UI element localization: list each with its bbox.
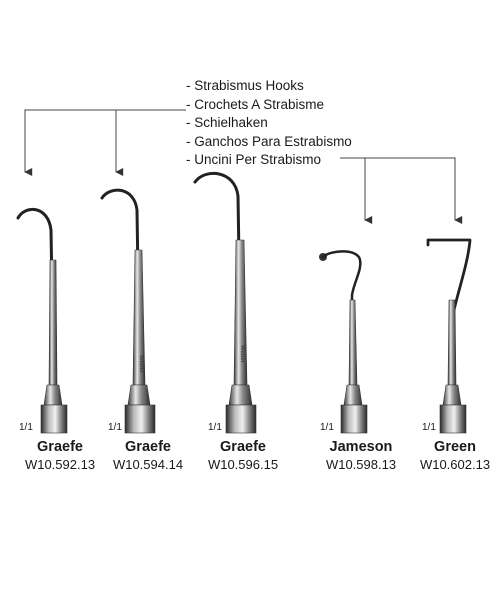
instrument-graefe-1 — [16, 207, 68, 434]
right-pointer-lines — [340, 157, 463, 224]
title-french: - Crochets A Strabisme — [186, 96, 325, 112]
instrument-code: W10.602.13 — [419, 457, 491, 472]
instrument-label-5: Green W10.602.13 — [420, 438, 490, 473]
title-italian: - Uncini Per Strabismo — [186, 152, 322, 167]
instrument-label-4: Jameson W10.598.13 — [326, 438, 396, 473]
scale-label-5: 1/1 — [422, 422, 436, 433]
instrument-code: W10.594.14 — [112, 457, 184, 472]
instrument-label-3: Graefe W10.596.15 — [208, 438, 278, 473]
left-pointer-lines — [24, 109, 186, 176]
instrument-name: Graefe — [125, 439, 171, 455]
instrument-name: Jameson — [329, 439, 393, 455]
instrument-label-2: Graefe W10.594.14 — [113, 438, 183, 473]
brand-mark-2: Weber — [138, 355, 144, 373]
title-english: - Strabismus Hooks — [186, 78, 304, 93]
scale-label-4: 1/1 — [320, 422, 334, 433]
instrument-jameson — [319, 250, 368, 434]
instrument-green — [426, 238, 472, 434]
title-list: - Strabismus Hooks - Crochets A Strabism… — [186, 77, 352, 170]
instrument-name: Graefe — [220, 439, 266, 455]
instrument-graefe-3: Weber — [193, 172, 257, 434]
instrument-code: W10.596.15 — [207, 457, 279, 472]
instrument-graefe-2: Weber — [100, 188, 156, 434]
instrument-label-1: Graefe W10.592.13 — [25, 438, 95, 473]
instrument-code: W10.592.13 — [24, 457, 96, 472]
title-spanish: - Ganchos Para Estrabismo — [186, 133, 352, 149]
scale-label-3: 1/1 — [208, 422, 222, 433]
scale-label-2: 1/1 — [108, 422, 122, 433]
instrument-code: W10.598.13 — [325, 457, 397, 472]
instrument-name: Graefe — [37, 439, 83, 455]
instrument-name: Green — [434, 439, 476, 455]
brand-mark-3: Weber — [239, 345, 245, 363]
title-german: - Schielhaken — [186, 115, 268, 130]
scale-label-1: 1/1 — [19, 422, 33, 433]
